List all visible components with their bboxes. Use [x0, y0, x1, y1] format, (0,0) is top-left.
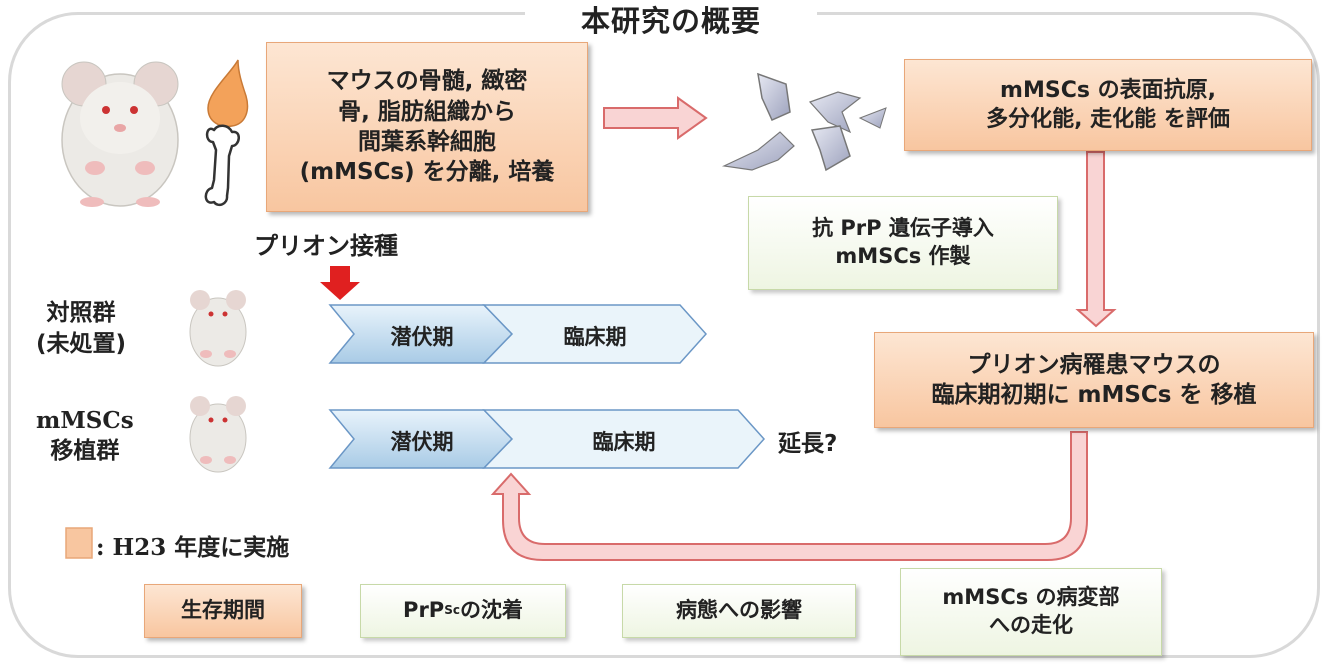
evaluate-box: mMSCs の表面抗原, 多分化能, 走化能 を評価 [904, 59, 1312, 151]
isolation-box: マウスの骨髄, 緻密 骨, 脂肪組織から 間葉系幹細胞 (mMSCs) を分離,… [266, 42, 588, 212]
title-backdrop [525, 0, 817, 30]
arrow-transplant-to-timeline [490, 431, 1088, 561]
treated-latent-label: 潜伏期 [390, 430, 454, 454]
mouse-large-icon [61, 61, 179, 207]
inoculation-label: プリオン接種 [254, 232, 398, 260]
mouse-control-icon [189, 290, 247, 367]
arrow-evaluate-to-transplant [1075, 151, 1117, 328]
control-latent-label: 潜伏期 [390, 325, 454, 349]
treated-clinical-chevron [482, 409, 766, 469]
fat-tissue-icon [207, 59, 249, 128]
treated-clinical-label: 臨床期 [592, 430, 656, 454]
mouse-treated-icon [189, 396, 247, 473]
prpsc-text: PrP [403, 598, 445, 623]
legend-label: : H23 年度に実施 [96, 534, 290, 561]
deposition-text: の沈着 [459, 598, 523, 623]
survival-box: 生存期間 [144, 584, 302, 638]
control-clinical-chevron [482, 304, 708, 364]
page-title: 本研究の概要 [580, 4, 761, 38]
transplant-box: プリオン病罹患マウスの 臨床期初期に mMSCs を 移植 [874, 332, 1314, 428]
prpsc-superscript: Sc [444, 603, 460, 618]
inoculation-arrow [320, 266, 360, 300]
treated-group-label: mMSCs 移植群 [36, 407, 134, 464]
legend-swatch [65, 527, 93, 559]
control-group-label: 対照群 (未処置) [36, 300, 127, 358]
anti-prp-box: 抗 PrP 遺伝子導入 mMSCs 作製 [748, 196, 1058, 290]
arrow-isolation-to-cells [603, 96, 708, 140]
extension-label: 延長? [778, 431, 838, 457]
pathology-box: 病態への影響 [622, 584, 856, 638]
mmsc-cells-icon [721, 72, 887, 172]
bone-icon [204, 124, 240, 207]
chemotaxis-box: mMSCs の病変部 への走化 [900, 568, 1162, 656]
control-clinical-label: 臨床期 [563, 325, 627, 349]
